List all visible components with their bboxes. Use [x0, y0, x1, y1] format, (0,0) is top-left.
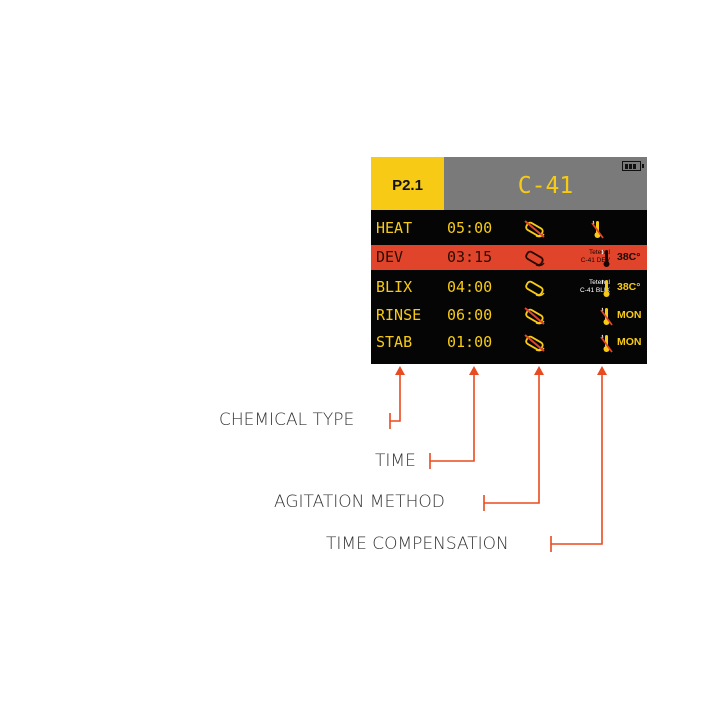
chemical-name: C-41 BLIX — [580, 287, 610, 294]
arrowhead — [597, 366, 607, 375]
chemical-type: Tetenal C-41 BLIX — [580, 279, 610, 295]
step-time: 05:00 — [447, 219, 493, 237]
callout-time-line — [429, 374, 475, 469]
agitation-none-icon — [524, 307, 545, 325]
step-time: 04:00 — [447, 278, 493, 296]
callout-compensation-line — [550, 374, 603, 552]
chemical-type: Tetenal C-41 DEV — [581, 249, 610, 265]
arrowhead — [534, 366, 544, 375]
chemical-name: C-41 DEV — [580, 257, 610, 264]
time-compensation — [557, 216, 647, 241]
step-name: STAB — [376, 333, 413, 351]
step-row-dev[interactable]: DEV 03:15 Tetenal C-41 DEV 38C° — [371, 245, 647, 270]
step-name: DEV — [376, 248, 404, 266]
time-compensation: MON — [557, 303, 647, 328]
chemical-brand: Tetenal — [589, 249, 610, 256]
thermometer-icon — [601, 279, 610, 297]
step-name: BLIX — [376, 278, 413, 296]
time-compensation: Tetenal C-41 DEV 38C° — [557, 245, 647, 270]
step-time: 03:15 — [447, 248, 493, 266]
step-time: 01:00 — [447, 333, 493, 351]
thermometer-icon — [601, 249, 610, 267]
agitation-none-icon — [524, 334, 545, 352]
callout-agitation-line — [483, 374, 540, 511]
label-agitation-method: AGITATION METHOD — [274, 492, 445, 512]
step-name: RINSE — [376, 306, 422, 324]
agitation-none-icon — [524, 220, 545, 238]
label-time-compensation: TIME COMPENSATION — [326, 534, 509, 554]
compensation-value: MON — [617, 309, 642, 321]
process-name: C-41 — [517, 172, 574, 199]
thermometer-off-icon — [600, 307, 613, 326]
callout-chemical-type-line — [389, 374, 401, 429]
battery-icon — [622, 161, 644, 171]
thermometer-off-icon — [600, 334, 613, 353]
step-name: HEAT — [376, 219, 413, 237]
compensation-value: 38C° — [617, 281, 641, 293]
arrowhead — [395, 366, 405, 375]
process-header: C-41 — [444, 157, 647, 210]
step-row-rinse[interactable]: RINSE 06:00 MON — [371, 303, 647, 328]
compensation-value: 38C° — [617, 251, 641, 263]
label-chemical-type: CHEMICAL TYPE — [219, 410, 355, 430]
agitation-rotary-icon — [525, 280, 545, 297]
chemical-brand: Tetenal — [589, 279, 610, 286]
label-time: TIME — [375, 451, 416, 471]
step-row-blix[interactable]: BLIX 04:00 Tetenal C-41 BLIX 38C° — [371, 275, 647, 300]
device-screen: P2.1 C-41 HEAT 05:00 DEV 03:15 Tetenal C… — [371, 157, 647, 364]
thermometer-off-icon — [591, 220, 604, 239]
arrowhead — [469, 366, 479, 375]
program-id: P2.1 — [371, 157, 444, 210]
agitation-rotary-icon — [525, 250, 545, 267]
compensation-value: MON — [617, 336, 642, 348]
time-compensation: Tetenal C-41 BLIX 38C° — [557, 275, 647, 300]
step-row-heat[interactable]: HEAT 05:00 — [371, 216, 647, 241]
step-time: 06:00 — [447, 306, 493, 324]
time-compensation: MON — [557, 330, 647, 355]
step-row-stab[interactable]: STAB 01:00 MON — [371, 330, 647, 355]
